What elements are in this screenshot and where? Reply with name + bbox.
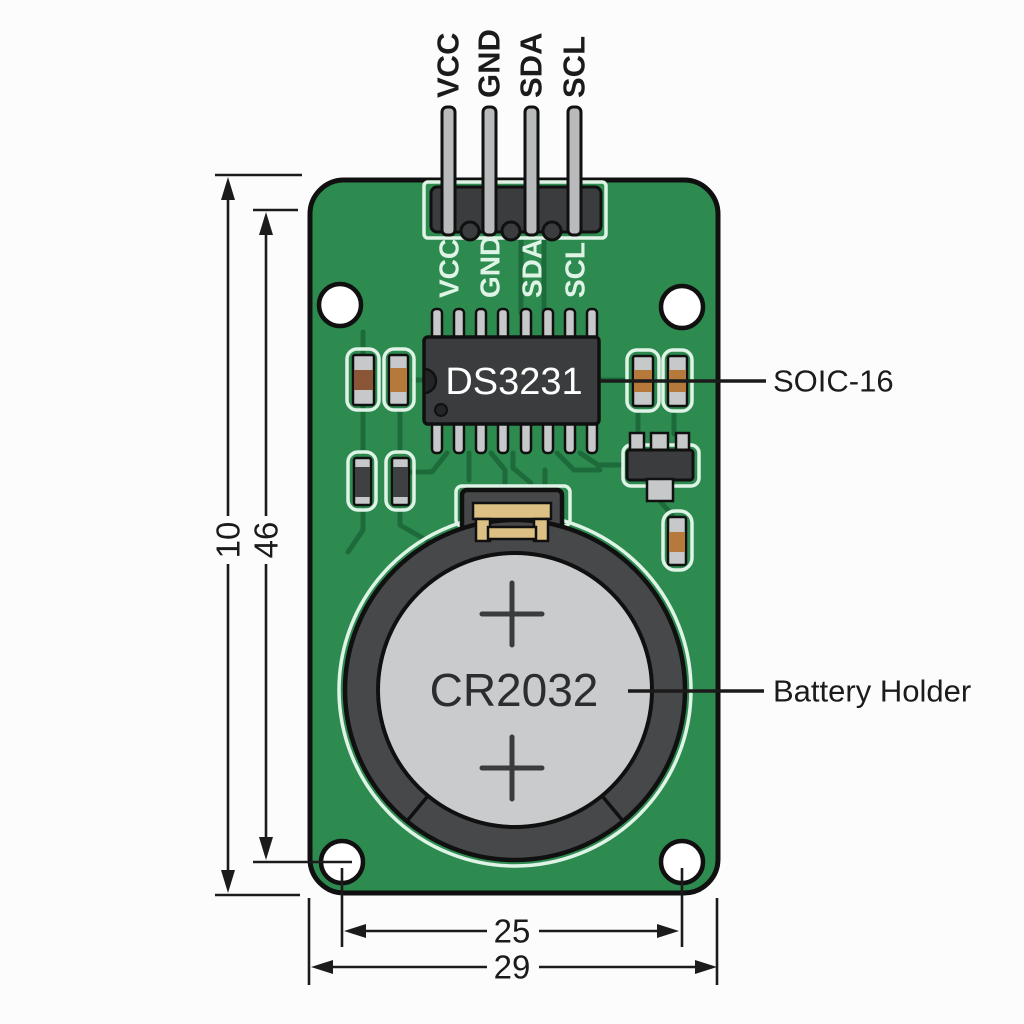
mounting-hole-top-right bbox=[658, 283, 706, 331]
silkscreen-label-vcc: VCC bbox=[434, 239, 465, 298]
dimension-left-outer: 10 bbox=[210, 173, 302, 897]
smd-resistor bbox=[661, 509, 694, 572]
header-scallop bbox=[500, 220, 522, 242]
dim-value-left-outer: 10 bbox=[210, 522, 247, 559]
chip-pin1-dot bbox=[434, 403, 448, 417]
dimension-left-inner: 46 bbox=[248, 208, 352, 864]
battery-plus-marks bbox=[479, 580, 545, 802]
smd-capacitor bbox=[346, 450, 378, 512]
holder-notch-left bbox=[405, 795, 429, 823]
silkscreen-label-gnd: GND bbox=[475, 236, 506, 298]
dimension-bottom-inner: 25 bbox=[340, 868, 684, 950]
chip-pins-bottom bbox=[430, 419, 599, 455]
battery-retainer-clip bbox=[471, 501, 553, 543]
chip-part-number: DS3231 bbox=[445, 361, 582, 403]
header-pin-scl bbox=[566, 105, 583, 237]
callout-soic16: SOIC-16 bbox=[600, 364, 894, 399]
header-pin-vcc bbox=[440, 105, 457, 237]
silkscreen-pin-labels: VCC GND SDA SCL bbox=[434, 236, 591, 298]
pcb-board: VCC GND SDA SCL bbox=[307, 105, 721, 896]
ds3231-chip: DS3231 bbox=[422, 307, 601, 455]
dim-value-bottom-inner: 25 bbox=[494, 913, 531, 950]
chip-notch bbox=[422, 367, 438, 395]
mounting-hole-top-left bbox=[316, 281, 364, 329]
header-scallop bbox=[459, 220, 481, 242]
pin-label-gnd: GND bbox=[472, 29, 507, 98]
smd-capacitor bbox=[345, 347, 381, 412]
smd-capacitor bbox=[384, 450, 416, 512]
mounting-holes bbox=[316, 281, 706, 886]
header-scallop bbox=[541, 220, 563, 242]
header-pin-labels: VCC GND SDA SCL bbox=[431, 29, 592, 98]
pin-header bbox=[422, 105, 608, 242]
transistor bbox=[621, 431, 701, 503]
silkscreen-label-scl: SCL bbox=[560, 242, 591, 298]
holder-notch-right bbox=[601, 795, 625, 823]
pin-label-vcc: VCC bbox=[431, 33, 466, 98]
chip-pins-top bbox=[430, 307, 599, 342]
dim-value-bottom-outer: 29 bbox=[494, 949, 531, 986]
pin-label-scl: SCL bbox=[557, 36, 592, 98]
callout-text-battery: Battery Holder bbox=[773, 674, 971, 709]
battery-holder: CR2032 bbox=[337, 484, 693, 868]
battery-type-label: CR2032 bbox=[430, 664, 599, 716]
callout-battery-holder: Battery Holder bbox=[628, 674, 971, 709]
pin-label-sda: SDA bbox=[514, 33, 549, 98]
dim-value-left-inner: 46 bbox=[248, 522, 285, 559]
header-pin-sda bbox=[523, 105, 540, 237]
header-pin-gnd bbox=[481, 105, 498, 237]
callout-text-soic16: SOIC-16 bbox=[773, 364, 894, 399]
dimension-bottom-outer: 29 bbox=[307, 898, 719, 986]
smd-resistor bbox=[382, 347, 416, 412]
silkscreen-label-sda: SDA bbox=[517, 239, 548, 298]
